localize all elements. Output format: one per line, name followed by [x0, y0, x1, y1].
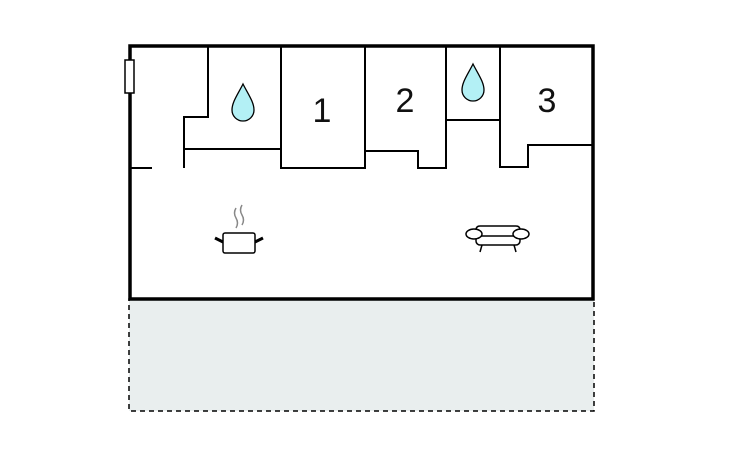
- sofa-icon: [465, 225, 530, 253]
- room-label-1: 1: [313, 92, 332, 130]
- interior-walls: [130, 46, 593, 169]
- cooking-pot-icon: [214, 204, 264, 254]
- water-drop-icon: [231, 82, 255, 122]
- room-label-3: 3: [538, 82, 557, 120]
- outer-wall: [128, 44, 595, 301]
- window: [124, 59, 135, 94]
- room-label-2: 2: [396, 82, 415, 120]
- terrace-area: [128, 298, 595, 412]
- water-drop-icon: [461, 62, 485, 102]
